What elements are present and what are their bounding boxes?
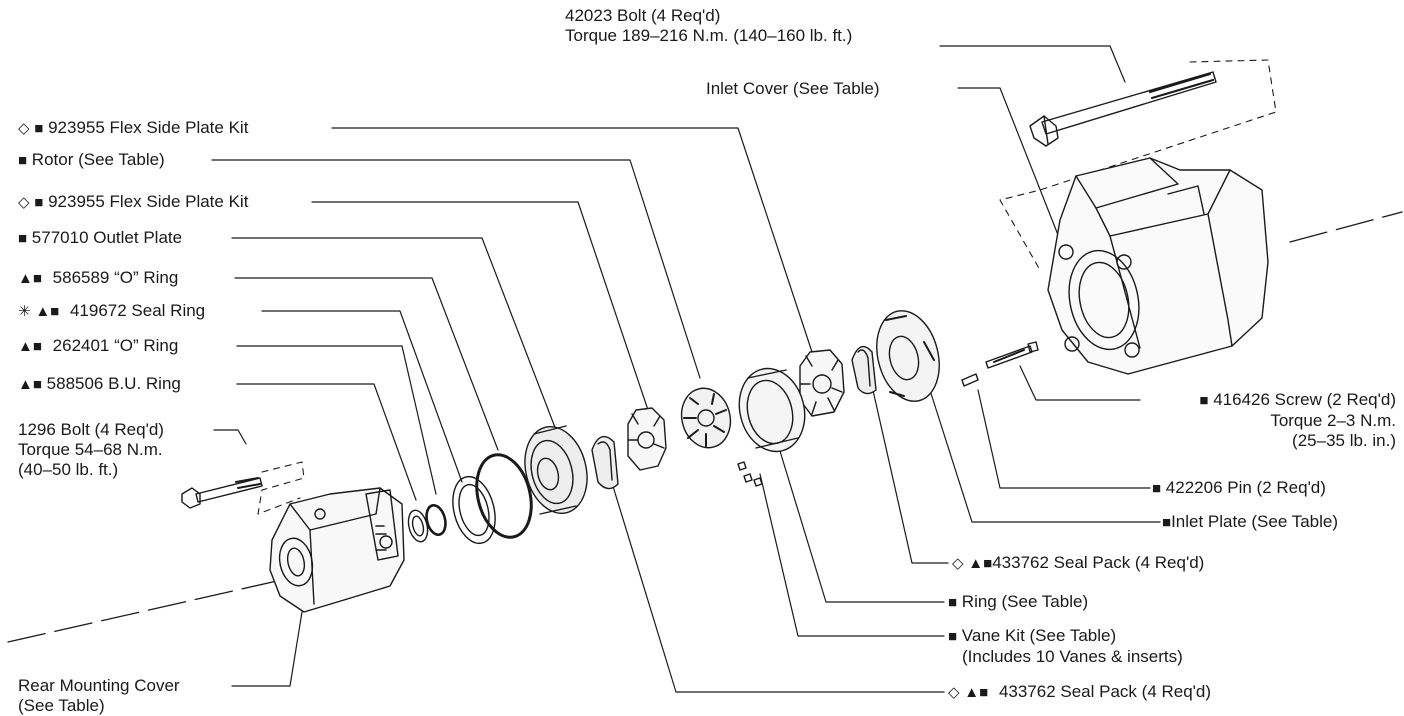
seal-pack-lower-part — [591, 435, 619, 490]
vane-kit-note: (Includes 10 Vanes & inserts) — [962, 647, 1183, 666]
rear-cover-label: Rear Mounting Cover (See Table) — [18, 676, 180, 716]
screw-416426-title: 416426 Screw (2 Req'd) — [1213, 390, 1396, 409]
inlet-cover-label: Inlet Cover (See Table) — [706, 79, 880, 98]
pin-422206-part — [961, 373, 979, 387]
ring-part — [738, 367, 806, 453]
bolt-1296-torque-imperial: (40–50 lb. ft.) — [18, 460, 119, 479]
bolt-1296-label: 1296 Bolt (4 Req'd) Torque 54–68 N.m. (4… — [18, 420, 164, 480]
square-symbol: ■ — [1162, 514, 1172, 531]
square-symbol: ■ — [979, 684, 989, 701]
o-ring-262401-text: 262401 “O” Ring — [52, 336, 179, 355]
flex-side-plate-kit-2-label: ◇ ■ 923955 Flex Side Plate Kit — [18, 192, 248, 213]
flex-side-plate-2-part — [627, 407, 667, 471]
seal-pack-upper-label: ◇ ▲■433762 Seal Pack (4 Req'd) — [952, 553, 1204, 574]
triangle-symbol: ▲ — [18, 376, 33, 393]
diamond-symbol: ◇ — [18, 120, 30, 137]
seal-ring-419672-label: ✳ ▲■ 419672 Seal Ring — [18, 301, 205, 322]
rear-cover-note: (See Table) — [18, 696, 105, 715]
bolt-guide-box — [999, 59, 1277, 271]
screw-416426-torque-imperial: (25–35 lb. in.) — [1292, 431, 1396, 450]
rotor-text: Rotor (See Table) — [31, 150, 165, 169]
triangle-symbol: ▲ — [18, 270, 33, 287]
inlet-plate-label: ■Inlet Plate (See Table) — [1162, 512, 1338, 533]
bolt-42023-torque: Torque 189–216 N.m. (140–160 lb. ft.) — [565, 26, 853, 45]
flex-side-plate-kit-2-text: 923955 Flex Side Plate Kit — [48, 192, 249, 211]
seal-pack-lower-label: ◇ ▲■ 433762 Seal Pack (4 Req'd) — [948, 682, 1211, 703]
triangle-symbol: ▲ — [18, 338, 33, 355]
bu-ring-588506-label: ▲■ 588506 B.U. Ring — [18, 374, 181, 395]
outlet-plate-part — [524, 425, 588, 515]
inlet-plate-part — [876, 310, 940, 402]
square-symbol: ■ — [983, 555, 993, 572]
leader-lines — [211, 45, 1161, 693]
square-symbol: ■ — [32, 270, 42, 287]
flex-side-plate-kit-top-label: ◇ ■ 923955 Flex Side Plate Kit — [18, 118, 248, 139]
vane-kit-label: ■ Vane Kit (See Table) (Includes 10 Vane… — [948, 626, 1183, 667]
square-symbol: ■ — [32, 376, 42, 393]
screw-416426-label: ■ 416426 Screw (2 Req'd) Torque 2–3 N.m.… — [1199, 390, 1396, 451]
bolt-1296-torque: Torque 54–68 N.m. — [18, 440, 163, 459]
flex-side-plate-kit-top-text: 923955 Flex Side Plate Kit — [48, 118, 249, 137]
bu-ring-588506-part — [407, 509, 429, 543]
triangle-symbol: ▲ — [964, 684, 980, 701]
ring-text: Ring (See Table) — [961, 592, 1089, 611]
seal-ring-419672-text: 419672 Seal Ring — [69, 301, 206, 320]
seal-pack-upper-text: 433762 Seal Pack (4 Req'd) — [992, 553, 1205, 572]
diamond-symbol: ◇ — [18, 194, 30, 211]
square-symbol: ■ — [34, 120, 44, 137]
vane-kit-part — [737, 461, 763, 487]
square-symbol: ■ — [18, 152, 28, 169]
pin-422206-text: 422206 Pin (2 Req'd) — [1165, 478, 1326, 497]
vane-kit-title: Vane Kit (See Table) — [961, 626, 1117, 645]
o-ring-586589-text: 586589 “O” Ring — [52, 268, 179, 287]
o-ring-262401-part — [425, 503, 447, 537]
square-symbol: ■ — [948, 594, 958, 611]
square-symbol: ■ — [18, 230, 28, 247]
square-symbol: ■ — [948, 628, 958, 645]
bolt-1296-guide — [257, 461, 305, 515]
ring-label: ■ Ring (See Table) — [948, 592, 1088, 613]
rear-cover-title: Rear Mounting Cover — [18, 676, 180, 695]
rear-cover-part — [269, 487, 405, 613]
square-symbol: ■ — [50, 303, 60, 320]
diamond-symbol: ◇ — [948, 684, 960, 701]
bolt-1296-title: 1296 Bolt (4 Req'd) — [18, 420, 164, 439]
o-ring-586589-part — [475, 453, 533, 539]
asterisk-symbol: ✳ — [18, 303, 31, 320]
square-symbol: ■ — [32, 338, 42, 355]
bolt-42023-title: 42023 Bolt (4 Req'd) — [565, 6, 721, 25]
diamond-symbol: ◇ — [952, 555, 964, 572]
bolt-42023-label: 42023 Bolt (4 Req'd) Torque 189–216 N.m.… — [565, 6, 852, 46]
screw-416426-torque: Torque 2–3 N.m. — [1270, 411, 1396, 430]
square-symbol: ■ — [34, 194, 44, 211]
square-symbol: ■ — [1152, 480, 1162, 497]
seal-ring-419672-part — [452, 475, 496, 545]
rotor-part — [680, 387, 732, 449]
seal-pack-upper-part — [851, 345, 877, 395]
triangle-symbol: ▲ — [968, 555, 984, 572]
bolt-42023-part — [1029, 71, 1217, 147]
center-axis — [7, 211, 1403, 643]
o-ring-586589-label: ▲■ 586589 “O” Ring — [18, 268, 178, 289]
inlet-cover-part — [1047, 157, 1269, 375]
outlet-plate-text: 577010 Outlet Plate — [31, 228, 183, 247]
o-ring-262401-label: ▲■ 262401 “O” Ring — [18, 336, 178, 357]
flex-side-plate-part — [799, 349, 845, 417]
triangle-symbol: ▲ — [35, 303, 51, 320]
screw-416426-part — [985, 341, 1039, 369]
outlet-plate-label: ■ 577010 Outlet Plate — [18, 228, 182, 249]
pin-422206-label: ■ 422206 Pin (2 Req'd) — [1152, 478, 1326, 499]
rotor-label: ■ Rotor (See Table) — [18, 150, 165, 171]
bolt-1296-part — [181, 477, 263, 509]
inlet-plate-text: Inlet Plate (See Table) — [1171, 512, 1339, 531]
bu-ring-588506-text: 588506 B.U. Ring — [46, 374, 181, 393]
square-symbol: ■ — [1199, 392, 1209, 409]
seal-pack-lower-text: 433762 Seal Pack (4 Req'd) — [998, 682, 1212, 701]
